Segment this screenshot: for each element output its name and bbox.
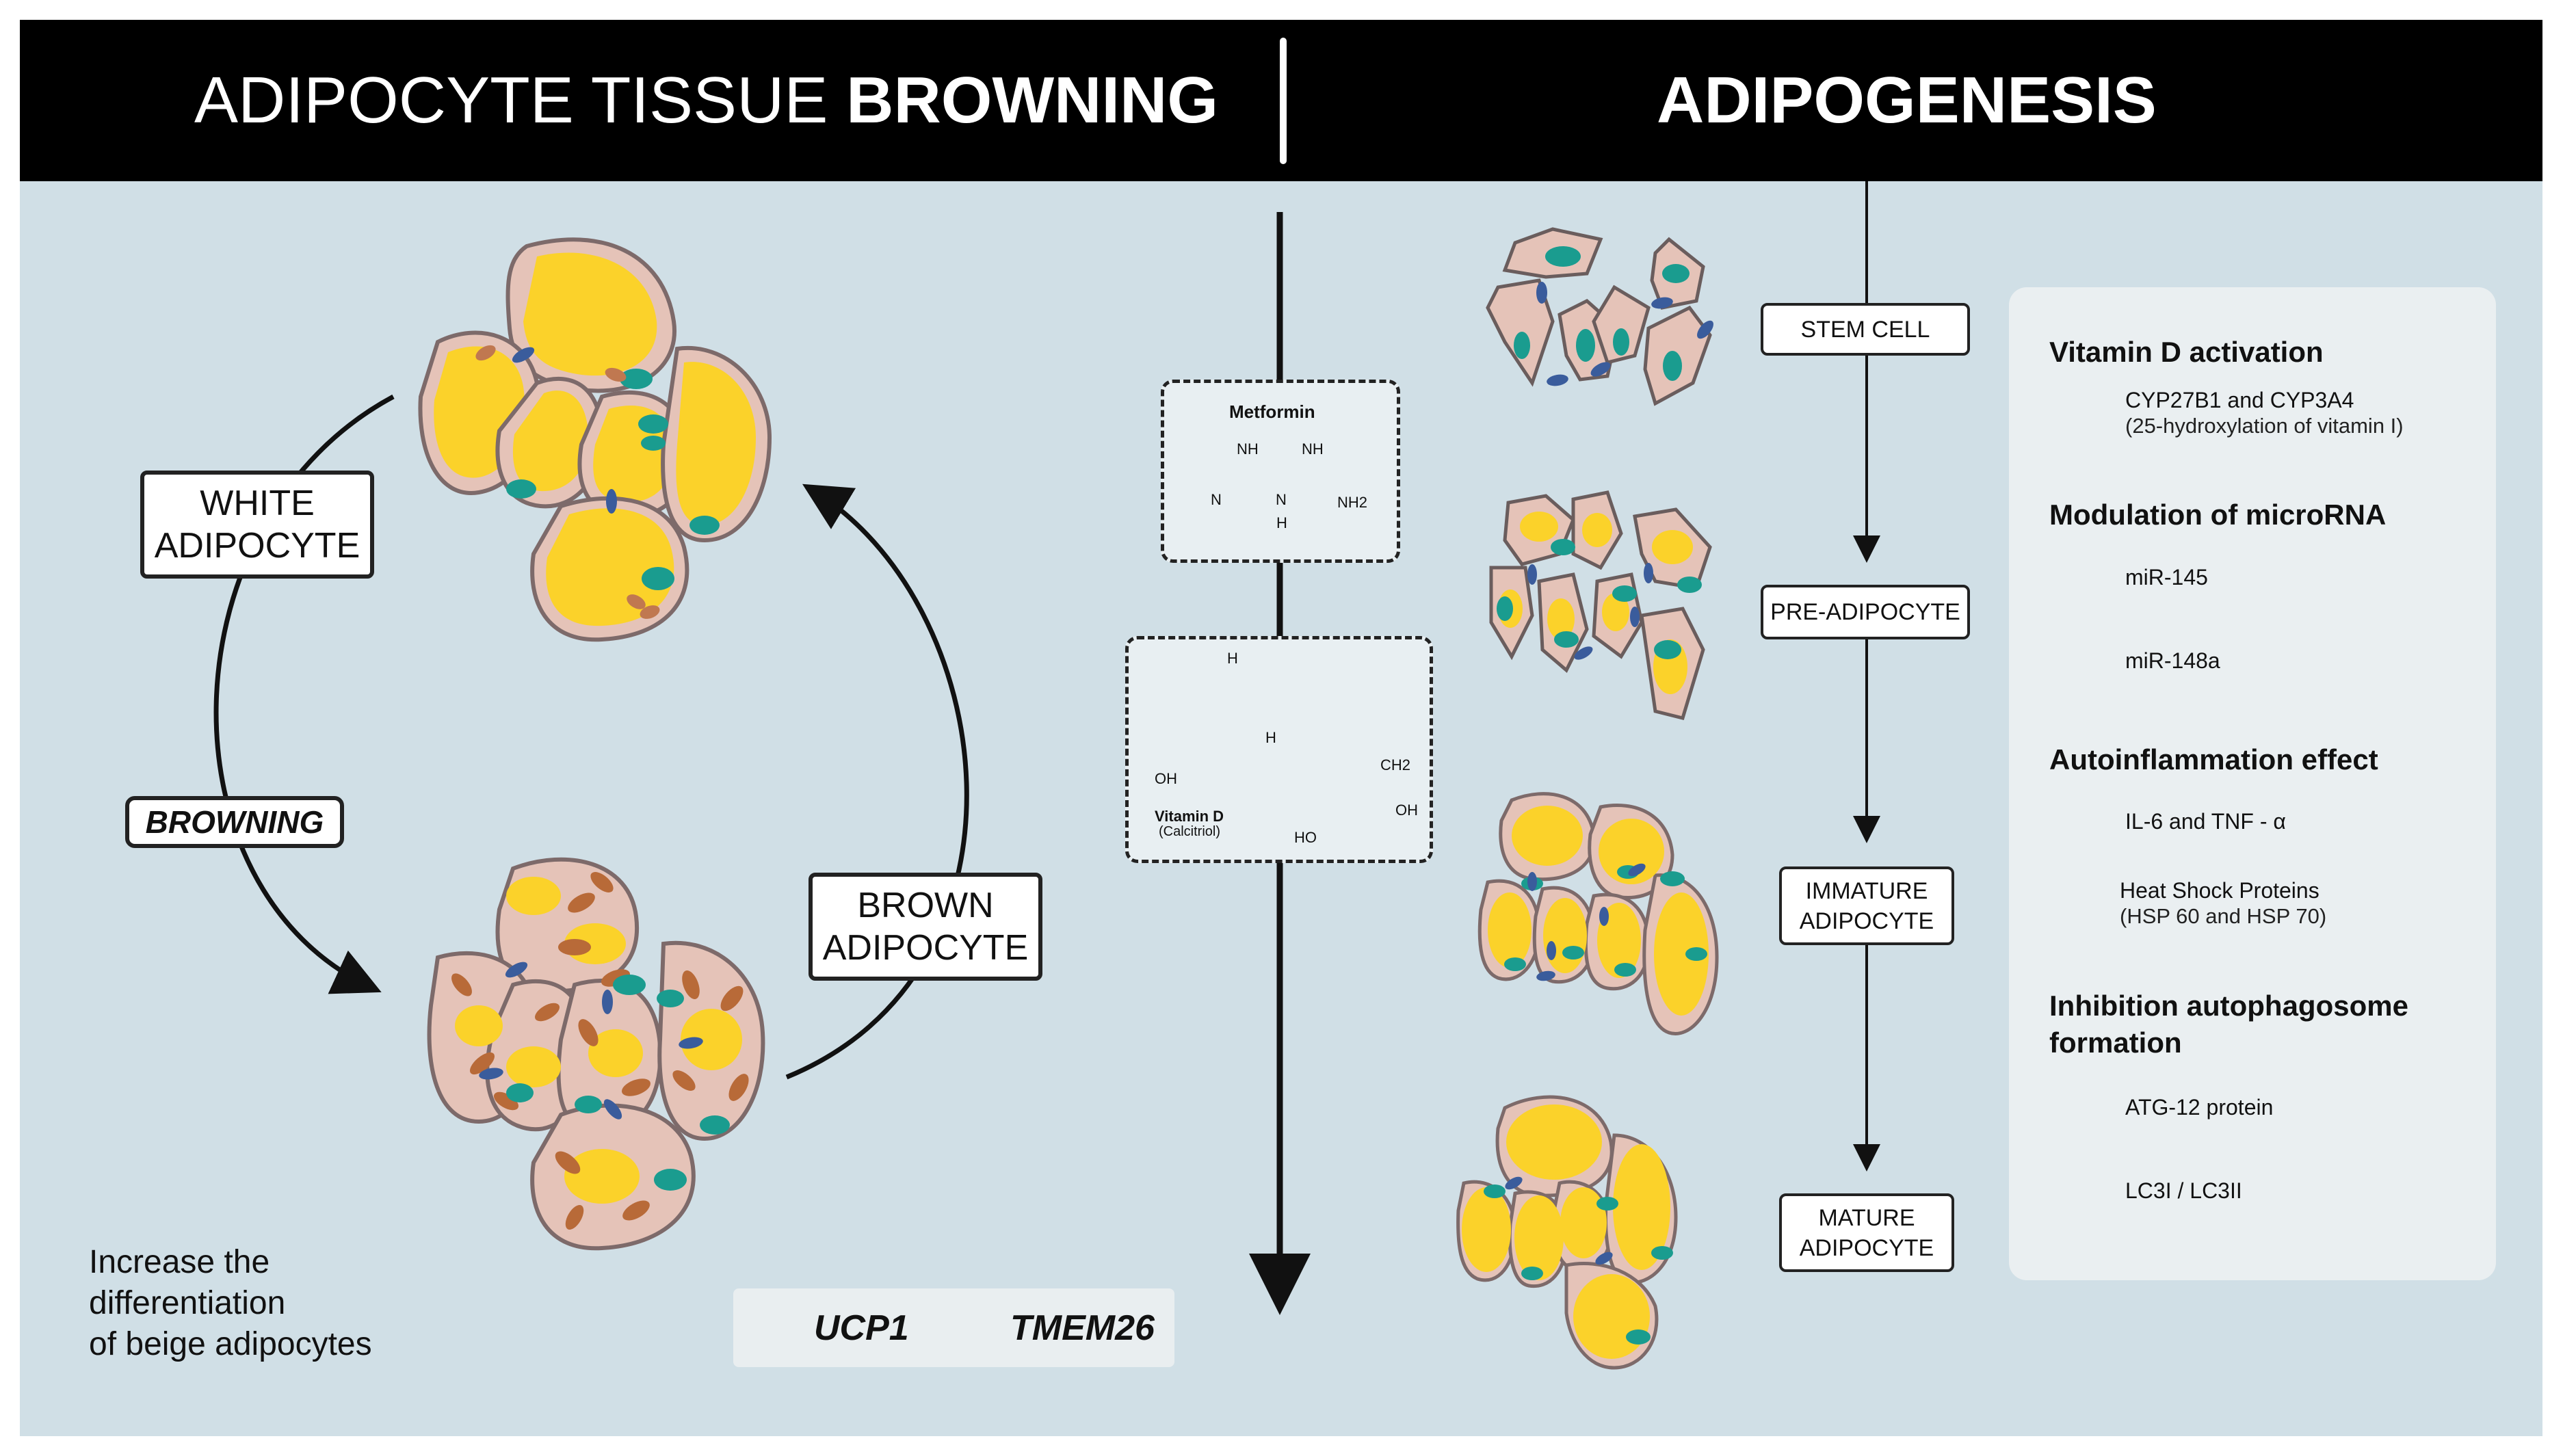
immature-adipocyte-nuclei (1504, 865, 1707, 977)
tmem26-label: TMEM26 (1010, 1308, 1155, 1348)
effect-title-autophagosome: Inhibition autophagosome formation (2049, 990, 2408, 1059)
mature-adipocyte-fat (1462, 1104, 1670, 1359)
white-adipocyte-mitochondria (475, 345, 660, 619)
metformin-group-5: H (1276, 514, 1287, 531)
metformin-group-1: NH (1237, 440, 1259, 458)
brown-adipocyte-junctions (479, 962, 703, 1120)
effect-sub-cyp: (25-hydroxylation of vitamin I) (2125, 414, 2404, 438)
effect-title-microrna: Modulation of microRNA (2049, 499, 2387, 531)
effect-item-il6: IL-6 and TNF - α (2125, 809, 2286, 834)
stem-cell-junctions (1536, 282, 1713, 386)
pre-adipocyte-junctions (1527, 563, 1653, 660)
effect-item-hsp: Heat Shock Proteins (HSP 60 and HSP 70) (2120, 877, 2326, 929)
effect-item-cyp: CYP27B1 and CYP3A4 (25-hydroxylation of … (2125, 387, 2404, 439)
effect-title-vitamin-d: Vitamin D activation (2049, 336, 2324, 368)
vitamin-d-group-5: OH (1395, 802, 1418, 819)
immature-adipocyte-fat (1488, 806, 1709, 1016)
cycle-arrow-white-to-brown (213, 394, 395, 994)
stem-cell-nuclei (1514, 246, 1690, 381)
stage-immature-adipocyte: IMMATURE ADIPOCYTE (1779, 866, 1954, 945)
stage-mature-adipocyte: MATURE ADIPOCYTE (1779, 1193, 1954, 1272)
vitamin-d-subname: (Calcitriol) (1159, 824, 1220, 839)
stage-stem-cell: STEM CELL (1761, 303, 1970, 356)
vitamin-d-group-2: H (1265, 729, 1276, 746)
effect-title-autoinflammation: Autoinflammation effect (2049, 743, 2378, 776)
vitamin-d-group-1: H (1227, 650, 1238, 667)
effect-item-atg12: ATG-12 protein (2125, 1095, 2274, 1120)
brown-adipocyte-label: BROWN ADIPOCYTE (809, 873, 1042, 981)
pre-adipocyte-fat (1498, 512, 1693, 694)
vitamin-d-group-3: OH (1155, 770, 1177, 787)
mature-adipocyte-nuclei (1484, 1184, 1673, 1345)
browning-label: BROWNING (125, 796, 344, 848)
brown-adipocyte-fat-droplets (455, 877, 742, 1204)
immature-adipocyte-junctions (1527, 863, 1646, 981)
marker-box: UCP1 TMEM26 (733, 1288, 1174, 1367)
beige-differentiation-text: Increase the differentiation of beige ad… (89, 1244, 372, 1362)
mature-adipocyte-junctions (1505, 1176, 1613, 1265)
white-adipocyte-label: WHITE ADIPOCYTE (140, 471, 374, 579)
effects-panel: Vitamin D activation CYP27B1 and CYP3A4 … (2009, 287, 2496, 1280)
stage-pre-adipocyte: PRE-ADIPOCYTE (1761, 585, 1970, 639)
metformin-group-2: NH (1302, 440, 1324, 458)
browning-section-title: ADIPOCYTE TISSUE BROWNING (194, 64, 1219, 137)
pre-adipocyte-nuclei (1497, 539, 1702, 659)
effect-item-lc3: LC3I / LC3II (2125, 1178, 2242, 1203)
effect-text-hsp: Heat Shock Proteins (2120, 878, 2319, 903)
vitamin-d-group-6: HO (1294, 829, 1317, 846)
effect-item-mir145: miR-145 (2125, 565, 2208, 590)
title-bar: ADIPOCYTE TISSUE BROWNING ADIPOGENESIS (20, 20, 2542, 181)
cycle-arrow-brown-to-white (785, 484, 969, 1080)
metformin-group-4: N (1276, 491, 1287, 508)
metformin-box: Metformin (1161, 380, 1400, 563)
effect-text-cyp: CYP27B1 and CYP3A4 (2125, 388, 2354, 412)
white-adipocyte-cluster (418, 237, 772, 642)
metformin-name: Metformin (1229, 401, 1315, 422)
brown-adipocyte-nuclei (506, 975, 730, 1191)
effect-item-mir148a: miR-148a (2125, 648, 2220, 673)
stem-cells (1486, 227, 1712, 406)
adipogenesis-section-title: ADIPOGENESIS (1657, 64, 2157, 137)
ucp1-label: UCP1 (814, 1308, 909, 1348)
vitamin-d-box: Vitamin D (Calcitriol) (1125, 636, 1433, 863)
header-divider (1280, 38, 1287, 164)
vitamin-d-group-4: CH2 (1380, 756, 1411, 773)
white-adipocyte-junctions (512, 347, 617, 514)
vitamin-d-name: Vitamin D (1155, 808, 1224, 825)
white-adipocyte-nuclei (506, 369, 720, 590)
effect-sub-hsp: (HSP 60 and HSP 70) (2120, 904, 2327, 928)
metformin-group-6: NH2 (1337, 494, 1368, 511)
metformin-group-3: N (1211, 491, 1222, 508)
